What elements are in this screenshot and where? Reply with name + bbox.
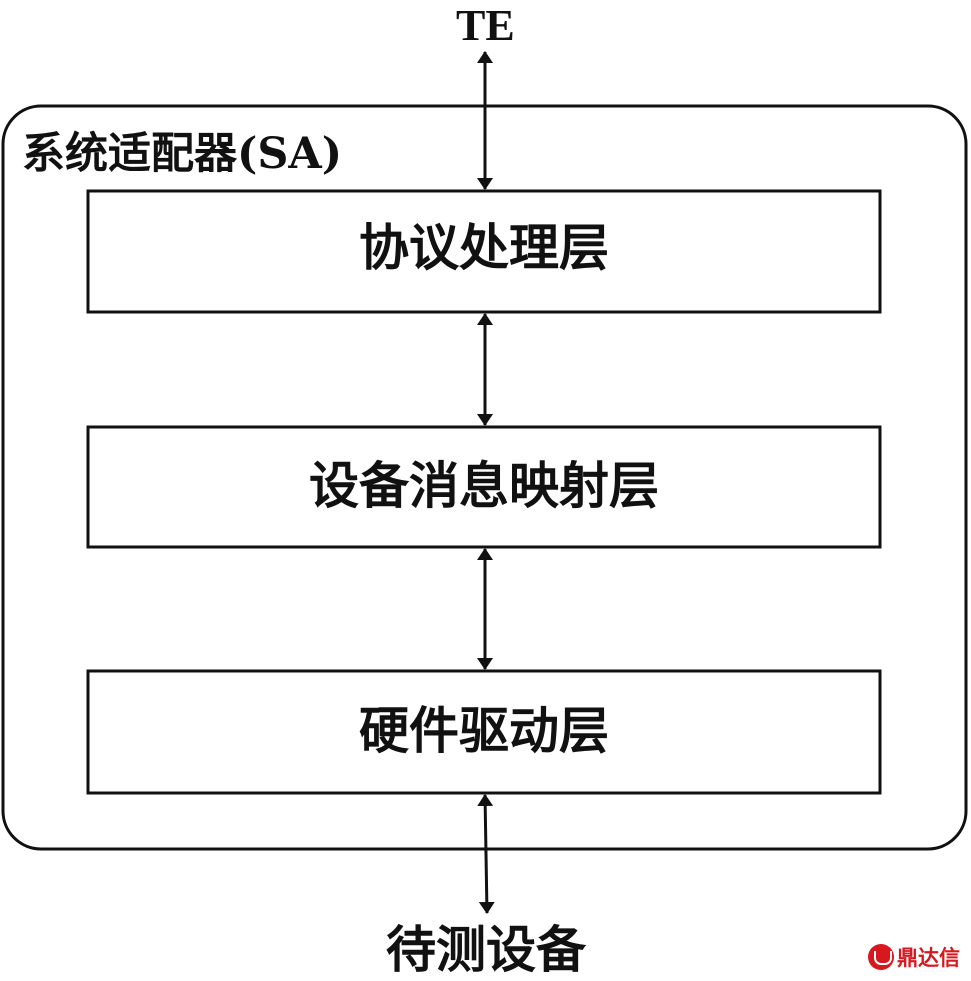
system-adapter-label: 系统适配器(SA) [22,129,343,179]
watermark-text: 鼎达信 [897,946,960,970]
hardware-driver-layer-label: 硬件驱动层 [359,701,609,760]
watermark-logo-icon [868,944,894,970]
message-mapping-layer-box [86,425,882,549]
device-under-test-label: 待测设备 [386,920,586,979]
driver-to-dut-arrow [477,794,495,914]
hardware-driver-layer-box [86,669,882,795]
protocol-layer-box [86,189,882,314]
te-label: TE [456,1,515,50]
watermark: 鼎达信 [868,942,960,972]
message-mapping-layer-label: 设备消息映射层 [309,456,659,515]
protocol-layer-label: 协议处理层 [359,218,609,277]
